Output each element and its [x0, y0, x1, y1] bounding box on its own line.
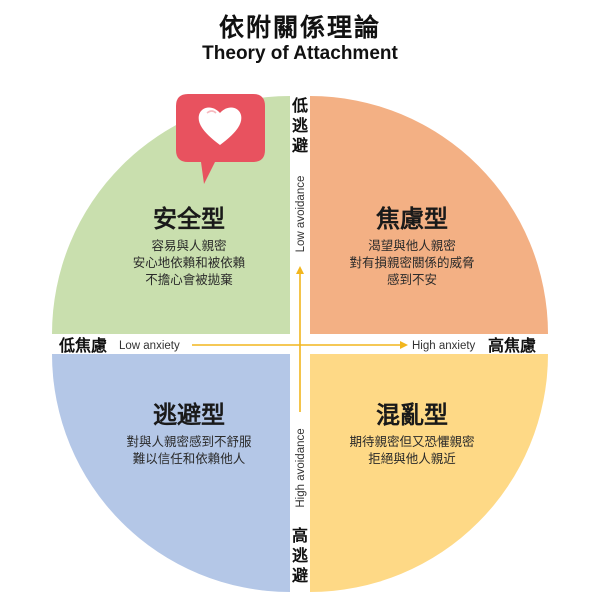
secure-desc-1: 容易與人親密 [151, 238, 226, 253]
anxious-desc-2: 對有損親密關係的威脅 [349, 255, 474, 270]
secure-desc-2: 安心地依賴和被依賴 [133, 255, 246, 270]
vertical-axis-arrow [296, 266, 304, 412]
quadrant-disorganized [310, 354, 548, 592]
disorganized-desc-1: 期待親密但又恐懼親密 [349, 434, 474, 449]
quadrant-anxious [310, 96, 548, 334]
secure-desc-3: 不擔心會被拋棄 [145, 272, 233, 287]
low-avoidance-en-label: Low avoidance [295, 176, 307, 253]
avoidant-title: 逃避型 [153, 401, 225, 429]
high-avoidance-cn-label: 高逃避 [292, 526, 309, 585]
page-title: 依附關係理論 [218, 13, 381, 42]
anxious-title: 焦慮型 [376, 205, 448, 233]
heart-chat-icon [176, 94, 265, 184]
disorganized-desc-2: 拒絕與他人親近 [368, 451, 456, 466]
high-anxiety-cn-label: 高焦慮 [488, 336, 536, 355]
disorganized-title: 混亂型 [376, 401, 448, 429]
avoidant-desc-1: 對與人親密感到不舒服 [126, 434, 252, 449]
anxious-desc-1: 渴望與他人親密 [368, 238, 456, 253]
horizontal-axis-arrow [192, 341, 408, 349]
low-anxiety-cn-label: 低焦慮 [58, 336, 107, 355]
secure-title: 安全型 [153, 205, 225, 233]
high-anxiety-en-label: High anxiety [412, 340, 476, 352]
quadrant-avoidant [52, 354, 290, 592]
high-avoidance-en-label: High avoidance [295, 428, 307, 507]
low-anxiety-en-label: Low anxiety [119, 340, 180, 352]
page-subtitle: Theory of Attachment [202, 43, 398, 64]
low-avoidance-cn-label: 低逃避 [291, 96, 309, 155]
avoidant-desc-2: 難以信任和依賴他人 [133, 451, 246, 466]
anxious-desc-3: 感到不安 [387, 272, 437, 287]
